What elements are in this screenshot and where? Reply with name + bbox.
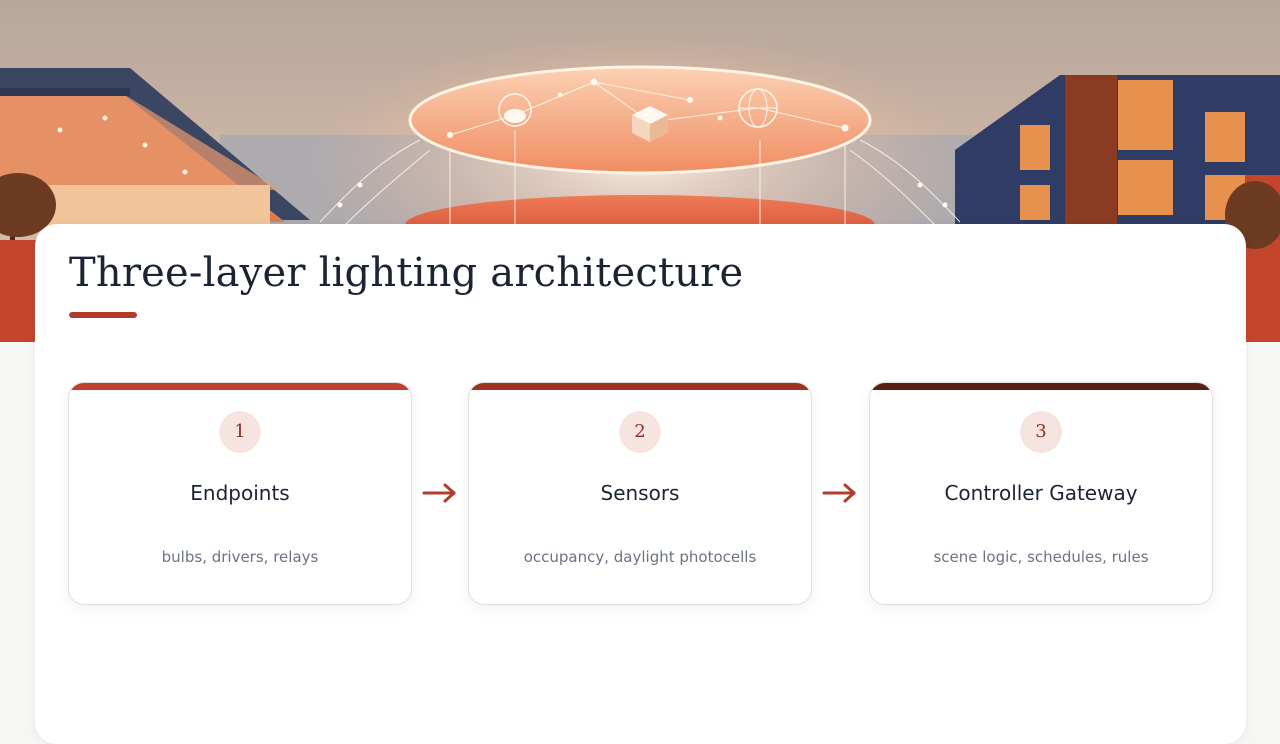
- step-number-badge: 3: [1020, 411, 1062, 453]
- step-accent-bar: [469, 383, 811, 390]
- step-number-badge: 1: [219, 411, 261, 453]
- step-accent-bar: [69, 383, 411, 390]
- step-number-badge: 2: [619, 411, 661, 453]
- step-card-controller-gateway: 3 Controller Gateway scene logic, schedu…: [869, 382, 1213, 605]
- page-title: Three-layer lighting architecture: [69, 250, 744, 296]
- arrow-right-icon: [822, 483, 856, 503]
- step-card-sensors: 2 Sensors occupancy, daylight photocells: [468, 382, 812, 605]
- step-accent-bar: [870, 383, 1212, 390]
- step-description: occupancy, daylight photocells: [523, 548, 757, 566]
- hero-illustration: [0, 0, 1280, 342]
- step-title: Controller Gateway: [944, 481, 1138, 505]
- content-card: Three-layer lighting architecture 1 Endp…: [35, 224, 1246, 744]
- step-title: Sensors: [600, 481, 680, 505]
- hero-artwork: [0, 20, 1280, 342]
- step-card-endpoints: 1 Endpoints bulbs, drivers, relays: [68, 382, 412, 605]
- arrow-right-icon: [422, 483, 456, 503]
- step-description: scene logic, schedules, rules: [933, 548, 1149, 566]
- step-title: Endpoints: [190, 481, 290, 505]
- step-description: bulbs, drivers, relays: [161, 548, 319, 566]
- title-underline: [69, 312, 137, 318]
